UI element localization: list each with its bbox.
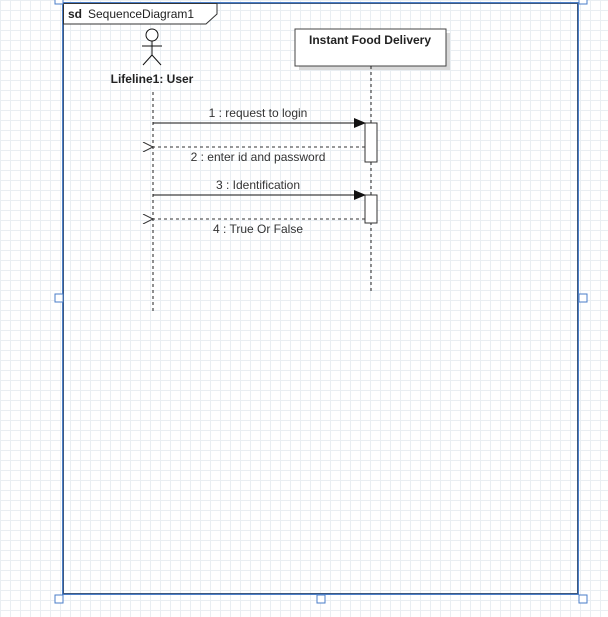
- resize-handle-bottom-right[interactable]: [578, 594, 588, 604]
- activation-bar-1[interactable]: [364, 122, 378, 163]
- message-1-label: 1 : request to login: [209, 106, 308, 120]
- sd-keyword: sd: [68, 7, 82, 21]
- sd-frame-border: [63, 3, 578, 594]
- activation-bar-2[interactable]: [364, 194, 378, 224]
- resize-handle-bottom-left[interactable]: [54, 594, 64, 604]
- resize-handle-middle-left[interactable]: [54, 293, 64, 303]
- lifeline-box-label: Instant Food Delivery: [309, 33, 431, 47]
- sd-frame-label-tab: [63, 3, 218, 25]
- resize-handle-bottom-center[interactable]: [316, 594, 326, 604]
- sd-frame-name: SequenceDiagram1: [88, 7, 194, 21]
- resize-handle-top-left[interactable]: [54, 0, 64, 5]
- actor-stick-figure-icon[interactable]: [142, 28, 162, 66]
- message-4-label: 4 : True Or False: [213, 222, 303, 236]
- selection-frame[interactable]: [62, 2, 579, 595]
- resize-handle-middle-right[interactable]: [578, 293, 588, 303]
- actor-label: Lifeline1: User: [111, 72, 194, 86]
- message-3-label: 3 : Identification: [216, 178, 300, 192]
- resize-handle-top-right[interactable]: [578, 0, 588, 5]
- message-2-label: 2 : enter id and password: [191, 150, 326, 164]
